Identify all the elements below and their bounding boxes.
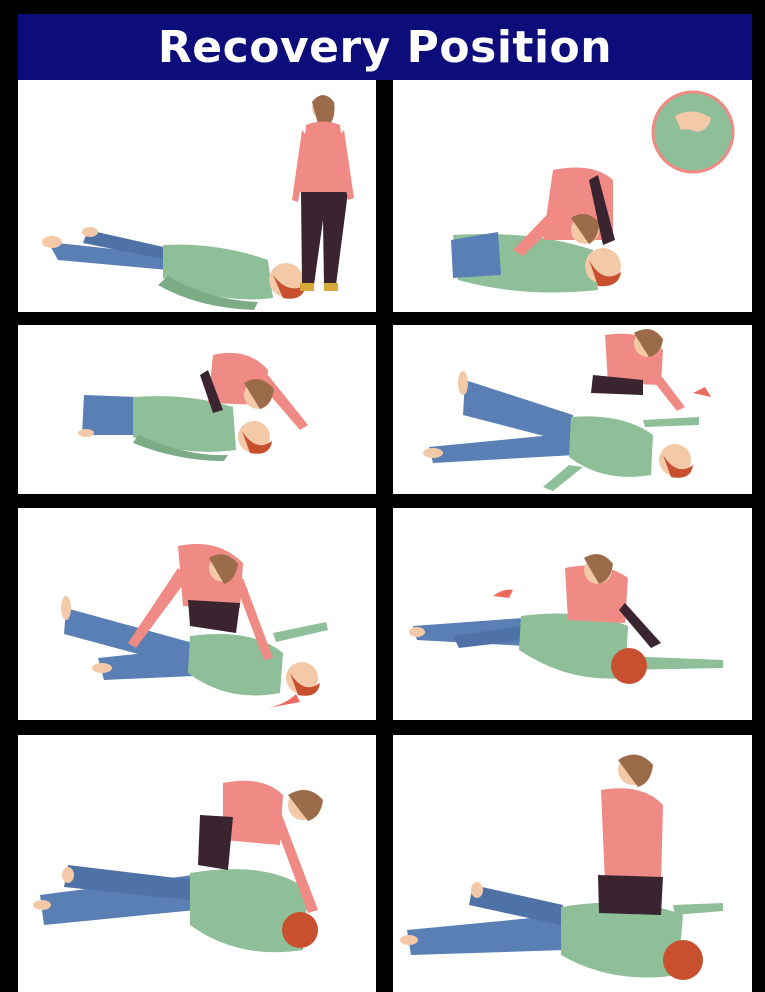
step-panel-2 — [393, 80, 752, 312]
step-panel-6 — [393, 508, 752, 720]
step-panel-5 — [18, 508, 376, 720]
step-7-illustration — [18, 735, 376, 992]
step-3-illustration — [18, 325, 376, 494]
step-8-illustration — [393, 735, 752, 992]
step-panel-8 — [393, 735, 752, 992]
step-panel-4 — [393, 325, 752, 494]
step-panel-3 — [18, 325, 376, 494]
step-4-illustration — [393, 325, 752, 494]
step-2-illustration — [393, 80, 752, 312]
page-title: Recovery Position — [158, 22, 612, 73]
step-panel-7 — [18, 735, 376, 992]
title-banner: Recovery Position — [18, 14, 752, 80]
step-5-illustration — [18, 508, 376, 720]
step-1-illustration — [18, 80, 376, 312]
step-panel-1 — [18, 80, 376, 312]
step-6-illustration — [393, 508, 752, 720]
